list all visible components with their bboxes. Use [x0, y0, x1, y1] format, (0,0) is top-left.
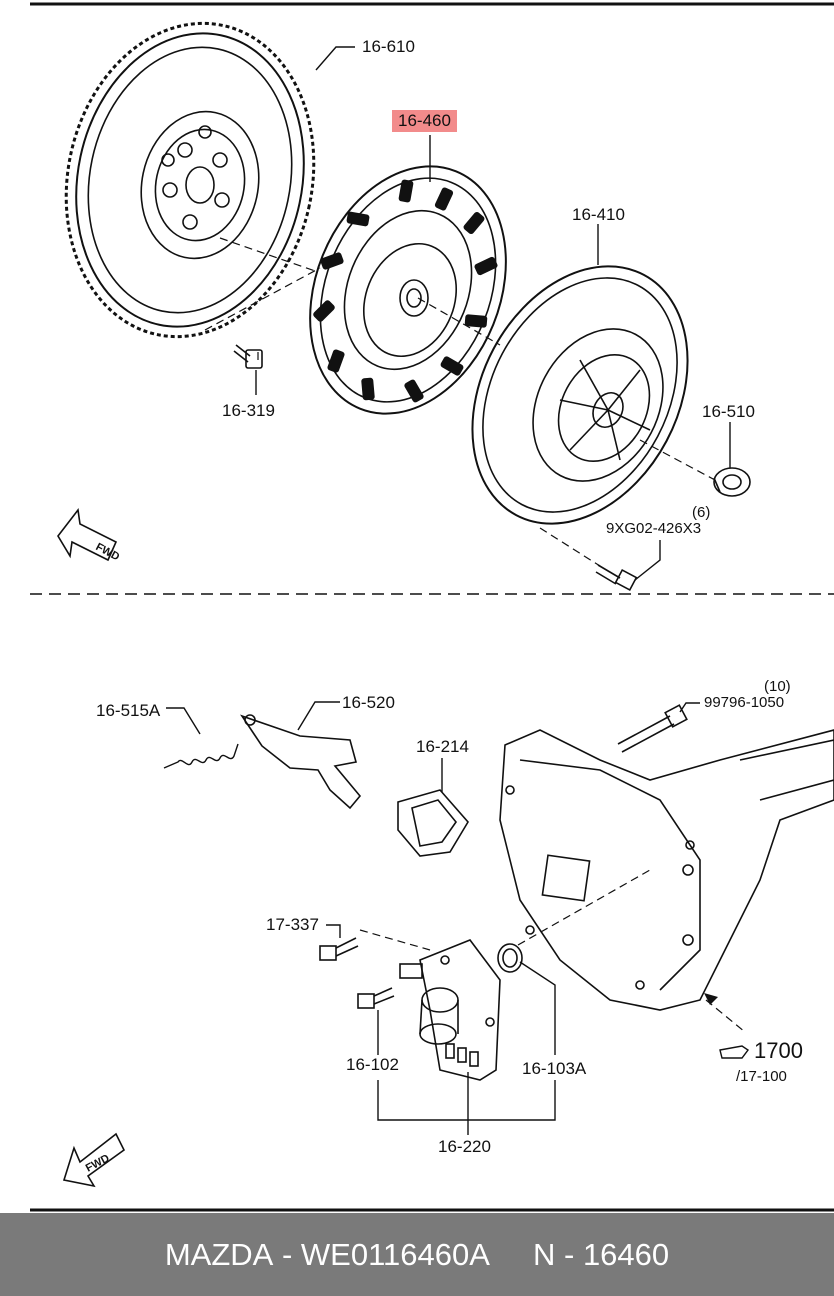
label-bolt-quantity-lower: (10): [764, 678, 791, 695]
label-reference-group[interactable]: 1700: [754, 1038, 803, 1063]
label-clutch-disc-highlighted[interactable]: 16-460: [392, 110, 457, 132]
clutch-disc-pads: [313, 179, 498, 403]
footer-separator: -: [273, 1236, 301, 1272]
footer-gap: [490, 1237, 533, 1273]
release-bearing-drawing: [713, 467, 751, 497]
flywheel-drawing: [64, 21, 316, 339]
release-cylinder-drawing: [399, 939, 501, 1081]
label-bolt-code-lower[interactable]: 99796-1050: [704, 694, 785, 711]
label-reference-subgroup[interactable]: /17-100: [736, 1068, 787, 1085]
footer-brand: MAZDA: [164, 1236, 274, 1272]
seal-drawing: [497, 943, 523, 973]
label-flywheel[interactable]: 16-610: [362, 37, 415, 56]
label-release-bearing[interactable]: 16-510: [702, 402, 755, 421]
footer-n-label: N: [532, 1236, 556, 1272]
label-release-fork[interactable]: 16-520: [342, 693, 395, 712]
label-bolt-17-337[interactable]: 17-337: [266, 915, 319, 934]
label-boot[interactable]: 16-214: [416, 737, 469, 756]
ref-arrow-head: [704, 993, 718, 1005]
footer-n-value: 16460: [582, 1236, 670, 1272]
bolt-17-337-drawing: [319, 937, 359, 961]
lower-leader-lines: [166, 701, 700, 1135]
fwd-arrow-lower: [62, 1132, 126, 1188]
fwd-arrow-upper: [57, 508, 118, 562]
flywheel-bolt-drawing: [233, 344, 263, 369]
label-release-cylinder[interactable]: 16-220: [438, 1137, 491, 1156]
label-pressure-plate[interactable]: 16-410: [572, 205, 625, 224]
housing-bolt-drawing: [617, 704, 688, 753]
label-seal[interactable]: 16-103A: [522, 1059, 587, 1078]
boot-drawing: [397, 789, 469, 857]
release-fork-drawing: [240, 714, 362, 810]
upper-phantom-lines: [204, 237, 716, 567]
footer-part-number-bar: MAZDA - WE0116460A N - 16460: [0, 1213, 834, 1296]
upper-leader-lines: [255, 46, 731, 581]
bolt-16-102-drawing: [357, 987, 395, 1009]
label-bolt-16-102[interactable]: 16-102: [346, 1055, 399, 1074]
lower-phantom-lines: [359, 869, 746, 1033]
label-bolt-quantity-upper: (6): [692, 504, 711, 521]
footer-separator: -: [555, 1236, 583, 1272]
exploded-diagram: FWD: [30, 2, 834, 1212]
label-flywheel-bolt[interactable]: 16-319: [222, 401, 275, 420]
pressure-plate-bolt-drawing: [595, 564, 638, 592]
spring-drawing: [163, 743, 239, 769]
footer-part-number: WE0116460A: [300, 1236, 490, 1272]
label-bolt-code-upper[interactable]: 9XG02-426X3: [606, 520, 702, 537]
pointing-hand-icon: [719, 1045, 750, 1059]
transmission-housing-drawing: [499, 729, 834, 1011]
pressure-plate-drawing: [471, 265, 689, 525]
label-spring[interactable]: 16-515A: [96, 701, 161, 720]
